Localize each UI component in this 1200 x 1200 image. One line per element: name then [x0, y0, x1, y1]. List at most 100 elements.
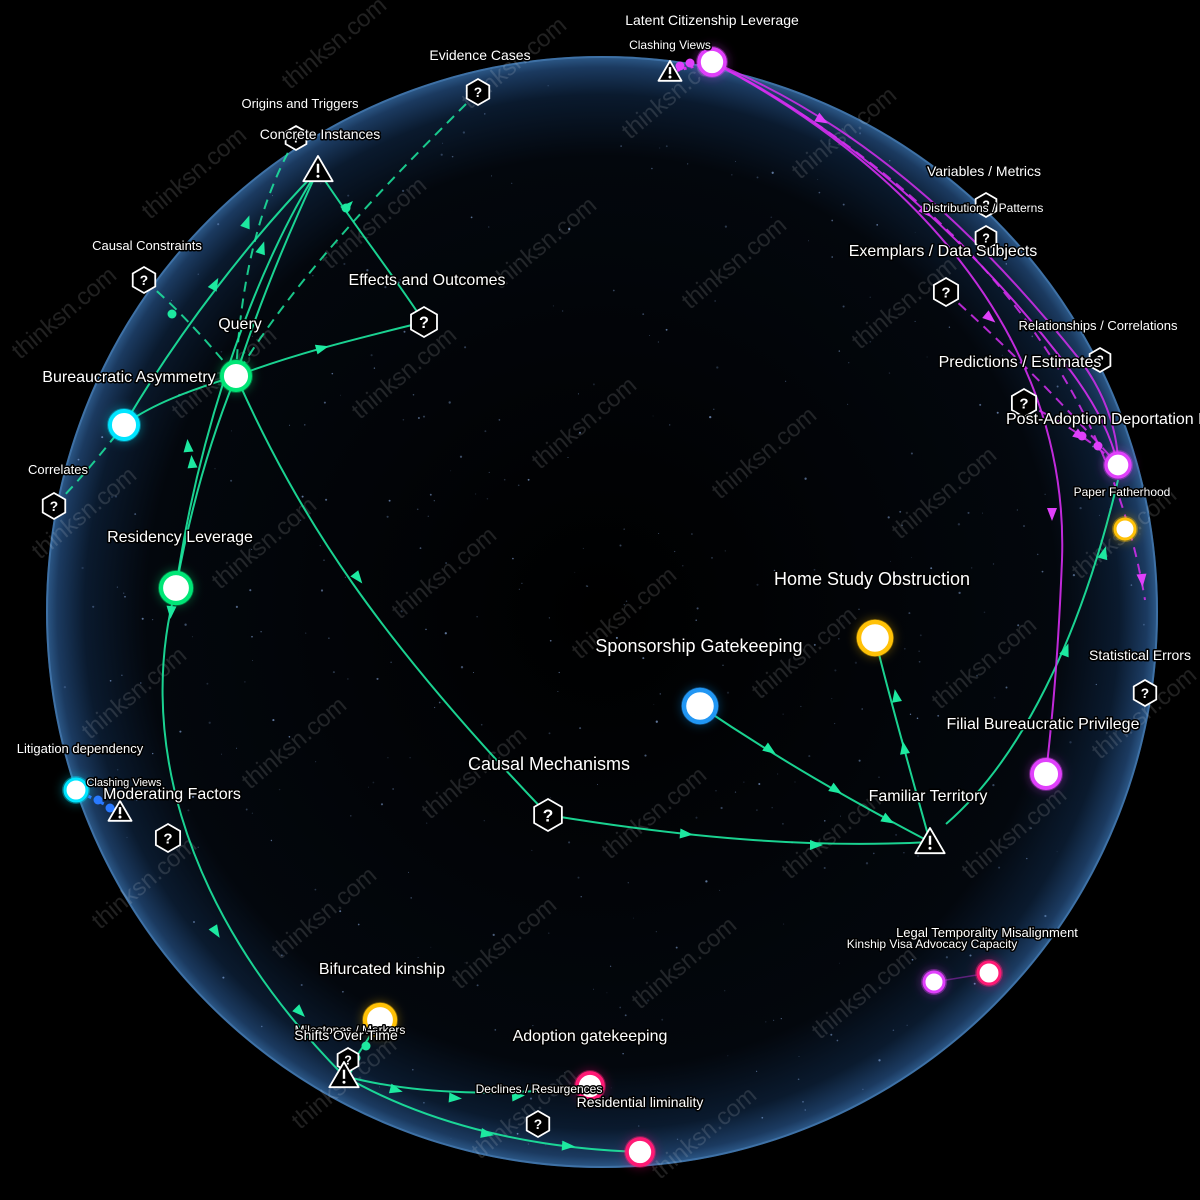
node-core — [167, 579, 185, 597]
star-dot — [644, 754, 647, 757]
star-dot — [1036, 553, 1039, 556]
node-variables-metrics[interactable]: ? — [974, 191, 998, 219]
node-correlates[interactable]: ? — [41, 491, 67, 521]
edge-predictions-post-adoption — [1023, 402, 1119, 466]
star-dot — [930, 567, 933, 570]
node-query[interactable] — [219, 359, 253, 393]
node-causal-mechanisms[interactable]: ? — [533, 797, 563, 833]
node-familiar-territory[interactable] — [914, 827, 946, 855]
node-label-legal-temporality-misalignment: Legal Temporality Misalignment — [896, 925, 1078, 940]
star-dot — [872, 852, 875, 855]
star-dot — [206, 682, 209, 685]
star-dot — [690, 533, 693, 535]
node-shifts-over-time[interactable] — [328, 1061, 360, 1089]
star-dot — [252, 660, 253, 661]
node-relationships-correlations[interactable]: ? — [1088, 346, 1112, 374]
node-filial-bureaucratic-privilege[interactable] — [1029, 757, 1063, 791]
question-icon — [154, 822, 182, 854]
node-adoption-gatekeeping[interactable] — [574, 1070, 606, 1102]
star-dot — [609, 965, 612, 967]
node-exemplars-data-subjects[interactable]: ? — [932, 276, 960, 308]
edge-residency-shifts — [161, 587, 345, 1077]
node-kinship-visa-advocacy-capacity[interactable] — [921, 969, 947, 995]
star-dot — [762, 695, 764, 697]
node-core — [582, 1078, 598, 1094]
node-declines-resurgences[interactable]: ? — [525, 1109, 551, 1139]
node-litigation-dependency[interactable] — [62, 776, 90, 804]
star-dot — [829, 574, 831, 576]
node-causal-constraints[interactable]: ? — [131, 265, 157, 295]
star-dot — [527, 1143, 530, 1145]
star-dot — [281, 954, 283, 956]
node-residency-leverage[interactable] — [158, 570, 194, 606]
edge-junction-dot — [105, 803, 115, 813]
edge-arrowhead — [1136, 573, 1147, 587]
star-dot — [831, 256, 833, 258]
node-latent-citizenship-leverage[interactable] — [696, 46, 728, 78]
star-dot — [829, 143, 831, 145]
node-home-study-obstruction[interactable] — [856, 619, 894, 657]
node-residential-liminality[interactable] — [624, 1136, 656, 1168]
warning-bar — [928, 835, 932, 845]
star-dot — [914, 320, 916, 322]
star-dot — [878, 1059, 881, 1062]
edge-arrowhead — [900, 741, 910, 755]
star-dot — [1056, 851, 1058, 853]
node-label-post-adoption-deportation: Post-Adoption Deportation R — [1006, 411, 1200, 428]
node-statistical-errors[interactable]: ? — [1132, 678, 1158, 708]
star-dot — [512, 557, 514, 560]
edge-arrowhead — [762, 742, 776, 755]
star-dot — [548, 932, 550, 934]
star-dot — [919, 634, 922, 637]
node-clashing-views-top[interactable] — [657, 60, 683, 82]
star-dot — [399, 278, 402, 281]
star-dot — [1130, 584, 1133, 586]
node-moderating-factors[interactable]: ? — [154, 822, 182, 854]
node-bifurcated-kinship[interactable] — [362, 1002, 398, 1038]
star-dot — [323, 401, 326, 404]
node-concrete-instances[interactable] — [302, 155, 334, 183]
node-evidence-cases[interactable]: ? — [465, 77, 491, 107]
star-dot — [637, 1125, 640, 1127]
node-core — [228, 368, 244, 384]
edge-junction-dot — [675, 61, 685, 71]
question-icon — [284, 124, 308, 152]
node-label-residential-liminality: Residential liminality — [577, 1094, 704, 1110]
star-dot — [304, 424, 306, 426]
node-bureaucratic-asymmetry[interactable] — [107, 408, 141, 442]
node-distributions-patterns[interactable]: ? — [974, 224, 998, 252]
star-dot — [640, 606, 642, 608]
star-dot — [830, 1033, 833, 1036]
star-dot — [908, 612, 911, 615]
star-dot — [597, 784, 599, 785]
star-dot — [450, 470, 452, 472]
star-dot — [887, 516, 890, 519]
question-mark-glyph: ? — [534, 1117, 542, 1132]
node-clashing-views-left[interactable] — [107, 800, 133, 822]
node-post-adoption-deportation[interactable] — [1103, 450, 1133, 480]
star-dot — [559, 229, 561, 231]
node-sponsorship-gatekeeping[interactable] — [681, 687, 719, 725]
star-dot — [615, 636, 618, 639]
star-dot — [558, 671, 560, 674]
star-dot — [442, 142, 444, 144]
star-dot — [758, 782, 761, 786]
node-paper-fatherhood[interactable] — [1112, 516, 1138, 542]
star-dot — [781, 822, 784, 825]
star-dot — [470, 216, 473, 219]
node-origins-and-triggers[interactable]: ? — [284, 124, 308, 152]
star-dot — [179, 730, 182, 733]
star-dot — [831, 219, 834, 222]
star-dot — [577, 876, 580, 879]
star-dot — [191, 636, 193, 638]
node-predictions-estimates[interactable]: ? — [1010, 387, 1038, 419]
star-dot — [312, 275, 314, 277]
node-legal-temporality-misalignment[interactable] — [975, 959, 1003, 987]
star-dot — [958, 591, 961, 595]
edge-shifts-residential-liminality — [343, 1075, 641, 1153]
node-effects-and-outcomes[interactable]: ? — [410, 305, 438, 339]
edge-arrowhead — [207, 277, 219, 292]
star-dot — [642, 313, 645, 315]
star-dot — [134, 513, 137, 516]
